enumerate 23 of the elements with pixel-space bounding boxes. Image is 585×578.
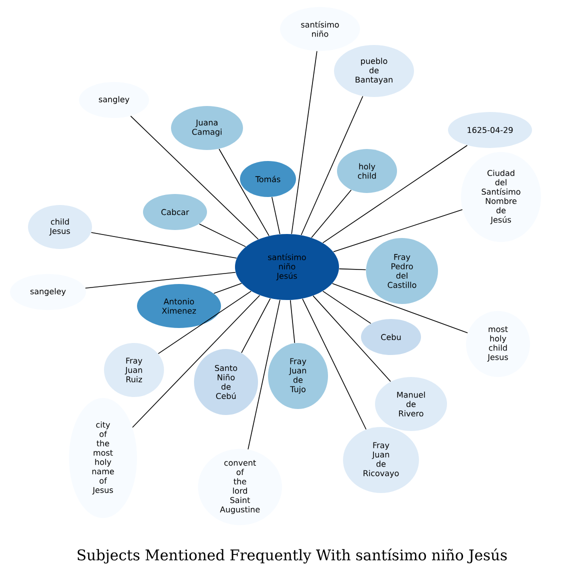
connector-line [291,50,318,234]
connector-line [302,298,366,430]
connector-line [90,232,238,259]
connector-line [272,196,280,234]
title: Subjects Mentioned Frequently With santísimo niño Jesús [78,548,507,564]
connector-line [333,209,463,252]
connector-line [213,283,242,294]
connector-line [241,298,271,354]
connector-line [311,190,352,238]
connector-line [312,295,391,382]
connector-line [290,300,296,344]
connector-line [158,290,252,354]
connector-line [132,294,260,428]
connector-line [322,290,372,324]
connector-line [248,300,280,450]
connector-line [300,96,364,236]
connector-line [322,144,468,244]
connector-line [332,283,468,334]
connector-line [130,116,259,240]
connector-line [84,272,236,288]
connector-line [218,148,270,236]
connector-line [198,224,246,248]
connector-line [338,268,366,270]
